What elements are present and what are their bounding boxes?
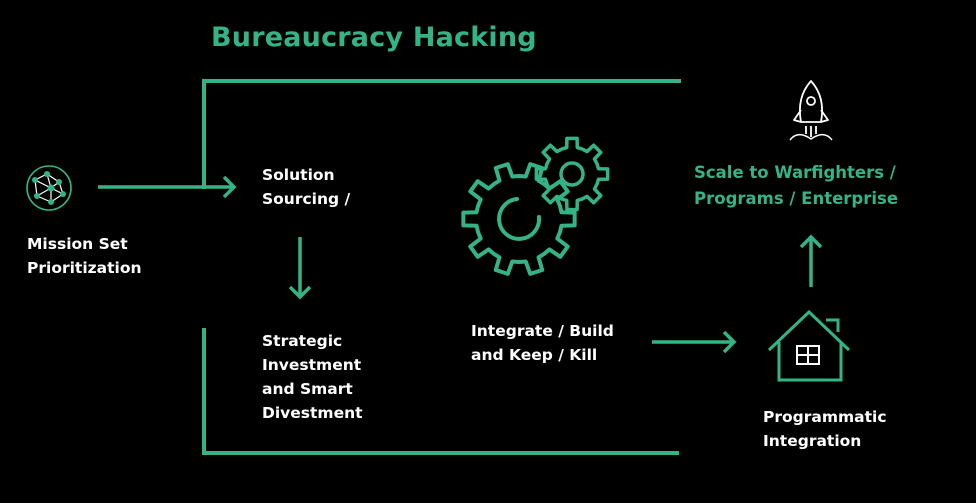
house-icon: [767, 309, 851, 382]
mission-set-label: Mission Set Prioritization: [27, 235, 142, 277]
arrow-to-scale: [799, 234, 823, 287]
scale-label: Scale to Warfighters / Programs / Enterp…: [694, 163, 899, 208]
arrow-to-investment: [288, 237, 312, 300]
integrate-build-label: Integrate / Build and Keep / Kill: [471, 322, 614, 364]
solution-sourcing-label: Solution Sourcing /: [262, 166, 351, 208]
bottom-frame-line: [202, 328, 679, 455]
rocket-icon: [789, 80, 833, 141]
arrow-to-programmatic: [652, 330, 737, 354]
programmatic-integration-label: Programmatic Integration: [763, 408, 887, 450]
diagram-title: Bureaucracy Hacking: [211, 22, 537, 53]
gears-icon: [461, 136, 610, 276]
strategic-investment-label: Strategic Investment and Smart Divestmen…: [262, 332, 363, 422]
network-globe-icon: [26, 165, 72, 211]
top-frame-line: [202, 79, 681, 189]
arrow-to-sourcing: [98, 175, 237, 199]
